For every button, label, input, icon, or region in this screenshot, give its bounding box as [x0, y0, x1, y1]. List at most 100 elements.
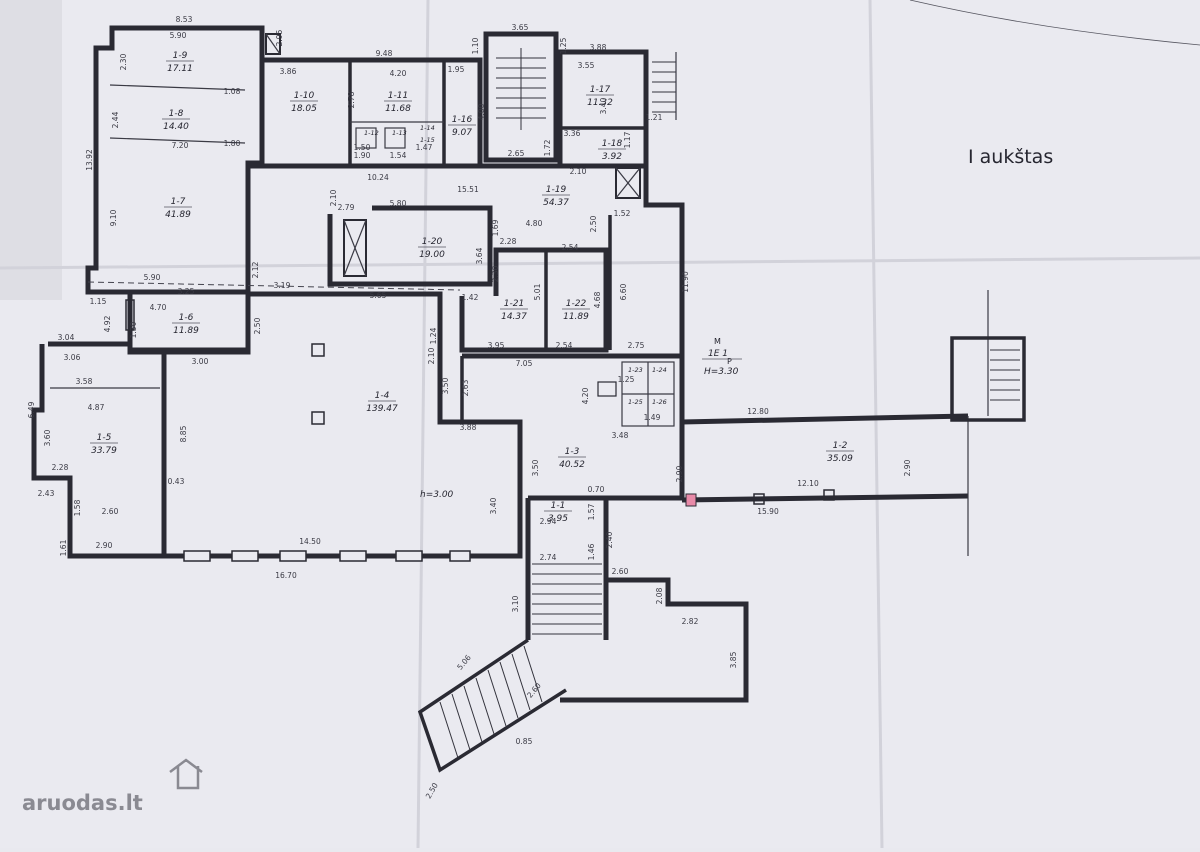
wall-ramp-stairs [417, 638, 567, 773]
partition-1-8 [109, 137, 246, 144]
dimension-label: 1.80 [224, 139, 241, 148]
dimension-label: 16.70 [275, 571, 297, 580]
watermark-text: aruodas.lt [22, 791, 143, 815]
dimension-label: 2.65 [508, 149, 525, 158]
dimension-label: 2.30 [119, 53, 128, 70]
dimension-label: 4.70 [150, 303, 167, 312]
room-id: 1-3 [565, 447, 580, 457]
dimension-label: 2.79 [338, 203, 355, 212]
dimension-label: 1.21 [646, 113, 663, 122]
dimension-label: 2.12 [251, 261, 260, 278]
dimension-label: 2.78 [347, 91, 356, 108]
stairs-right-entrance [652, 52, 677, 120]
dimension-label: 9.10 [109, 209, 118, 226]
dimension-label: 1.10 [471, 37, 480, 54]
windows-south-1-4 [183, 550, 471, 562]
dimension-label: 2.75 [628, 341, 645, 350]
dimension-label: 4.92 [103, 315, 112, 332]
dimension-label: 2.10 [427, 347, 436, 364]
room-area: 14.40 [163, 122, 189, 132]
svg-text:H=3.30: H=3.30 [704, 367, 739, 377]
dimension-label: 1.17 [623, 131, 632, 148]
dimension-label: 6.60 [619, 283, 628, 300]
dimension-label: 2.44 [111, 111, 120, 128]
dimension-label: 2.40 [605, 531, 614, 548]
room-id: 1-7 [171, 197, 186, 207]
dimension-label: 4.20 [390, 69, 407, 78]
dimension-label: 2.60 [612, 567, 629, 576]
dimension-label: 15.90 [757, 507, 779, 516]
window-1-2-a [753, 493, 765, 505]
room-area: 35.09 [827, 454, 853, 464]
room-area: 41.89 [165, 210, 191, 220]
dimension-label: 2.54 [562, 243, 579, 252]
ceiling-height-label: h=3.00 [420, 490, 454, 500]
dimension-label: 1.24 [429, 327, 438, 344]
room-area: 33.79 [91, 446, 117, 456]
small-room-label-1-26: 1-26 [652, 398, 667, 406]
svg-text:P: P [727, 357, 732, 366]
room-label-1-7: 1-7 41.89 [164, 197, 192, 220]
room-label-1-10: 1-10 18.05 [290, 91, 318, 114]
dimension-label: 12.80 [747, 407, 769, 416]
room-id: 1-4 [375, 391, 390, 401]
small-room-label-1-25: 1-25 [628, 398, 643, 406]
dimension-label: 14.50 [299, 537, 321, 546]
room-area: 11.32 [587, 98, 613, 108]
dimension-label: 2.90 [96, 541, 113, 550]
room-area: 11.68 [385, 104, 411, 114]
wall-1-5 [31, 341, 167, 559]
column-a [311, 343, 325, 357]
small-room-label-1-13: 1-13 [392, 129, 407, 137]
wall-left-upper-block [85, 25, 265, 295]
dimension-label: 3.85 [729, 651, 738, 668]
room-id: 1-8 [169, 109, 184, 119]
small-room-label-1-15: 1-15 [420, 136, 435, 144]
svg-text:1E 1: 1E 1 [708, 349, 728, 359]
dimension-label: 3.50 [531, 459, 540, 476]
chimney-left-cross [265, 33, 281, 55]
room-area: 18.05 [291, 104, 317, 114]
wc-fixture-b [384, 127, 406, 149]
watermark-logo: aruodas.lt [22, 758, 203, 815]
dimension-label: 3.50 [441, 377, 450, 394]
wall-entrance-1-1 [525, 495, 609, 640]
dimension-label: 3.04 [58, 333, 75, 342]
sheet-title: I aukštas [968, 146, 1053, 168]
wall-annex-stair [950, 336, 1026, 422]
dimension-label: 8.53 [176, 15, 193, 24]
room-id: 1-21 [504, 299, 524, 309]
room-id: 1-19 [546, 185, 567, 195]
paper-shadow-strip [0, 0, 62, 300]
dimension-label: 1.49 [644, 413, 661, 422]
dimension-label: 3.36 [564, 129, 581, 138]
dimension-label: 2.60 [102, 507, 119, 516]
dimension-label: 9.48 [376, 49, 393, 58]
room-label-1-9: 1-917.11 [166, 51, 194, 74]
dimension-label: 5.90 [170, 31, 187, 40]
dimension-label: 1.58 [73, 499, 82, 516]
stairs-south [532, 563, 602, 635]
dimension-label: 8.85 [179, 425, 188, 442]
dimension-label: 3.40 [599, 97, 608, 114]
dimension-label: 2.90 [903, 459, 912, 476]
building-marker: M 1E 1 P H=3.30 [702, 337, 742, 377]
dimension-label: 2.50 [253, 317, 262, 334]
room-label-1-16: 1-169.07 [448, 115, 476, 138]
room-label-1-5: 1-533.79 [90, 433, 118, 456]
dimension-label: 2.28 [500, 237, 517, 246]
dimension-label: 5.80 [390, 199, 407, 208]
dimension-label: 4.80 [526, 219, 543, 228]
paper-corner-line [909, 0, 1200, 46]
dimension-label: 1.15 [90, 297, 107, 306]
room-id: 1-10 [294, 91, 315, 101]
dimension-label: 5.01 [533, 283, 542, 300]
dimension-label: 5.65 [370, 291, 387, 300]
stairs-annex [990, 349, 1020, 401]
room-id: 1-20 [422, 237, 443, 247]
room-area: 3.92 [602, 152, 622, 162]
room-area: 11.89 [173, 326, 199, 336]
